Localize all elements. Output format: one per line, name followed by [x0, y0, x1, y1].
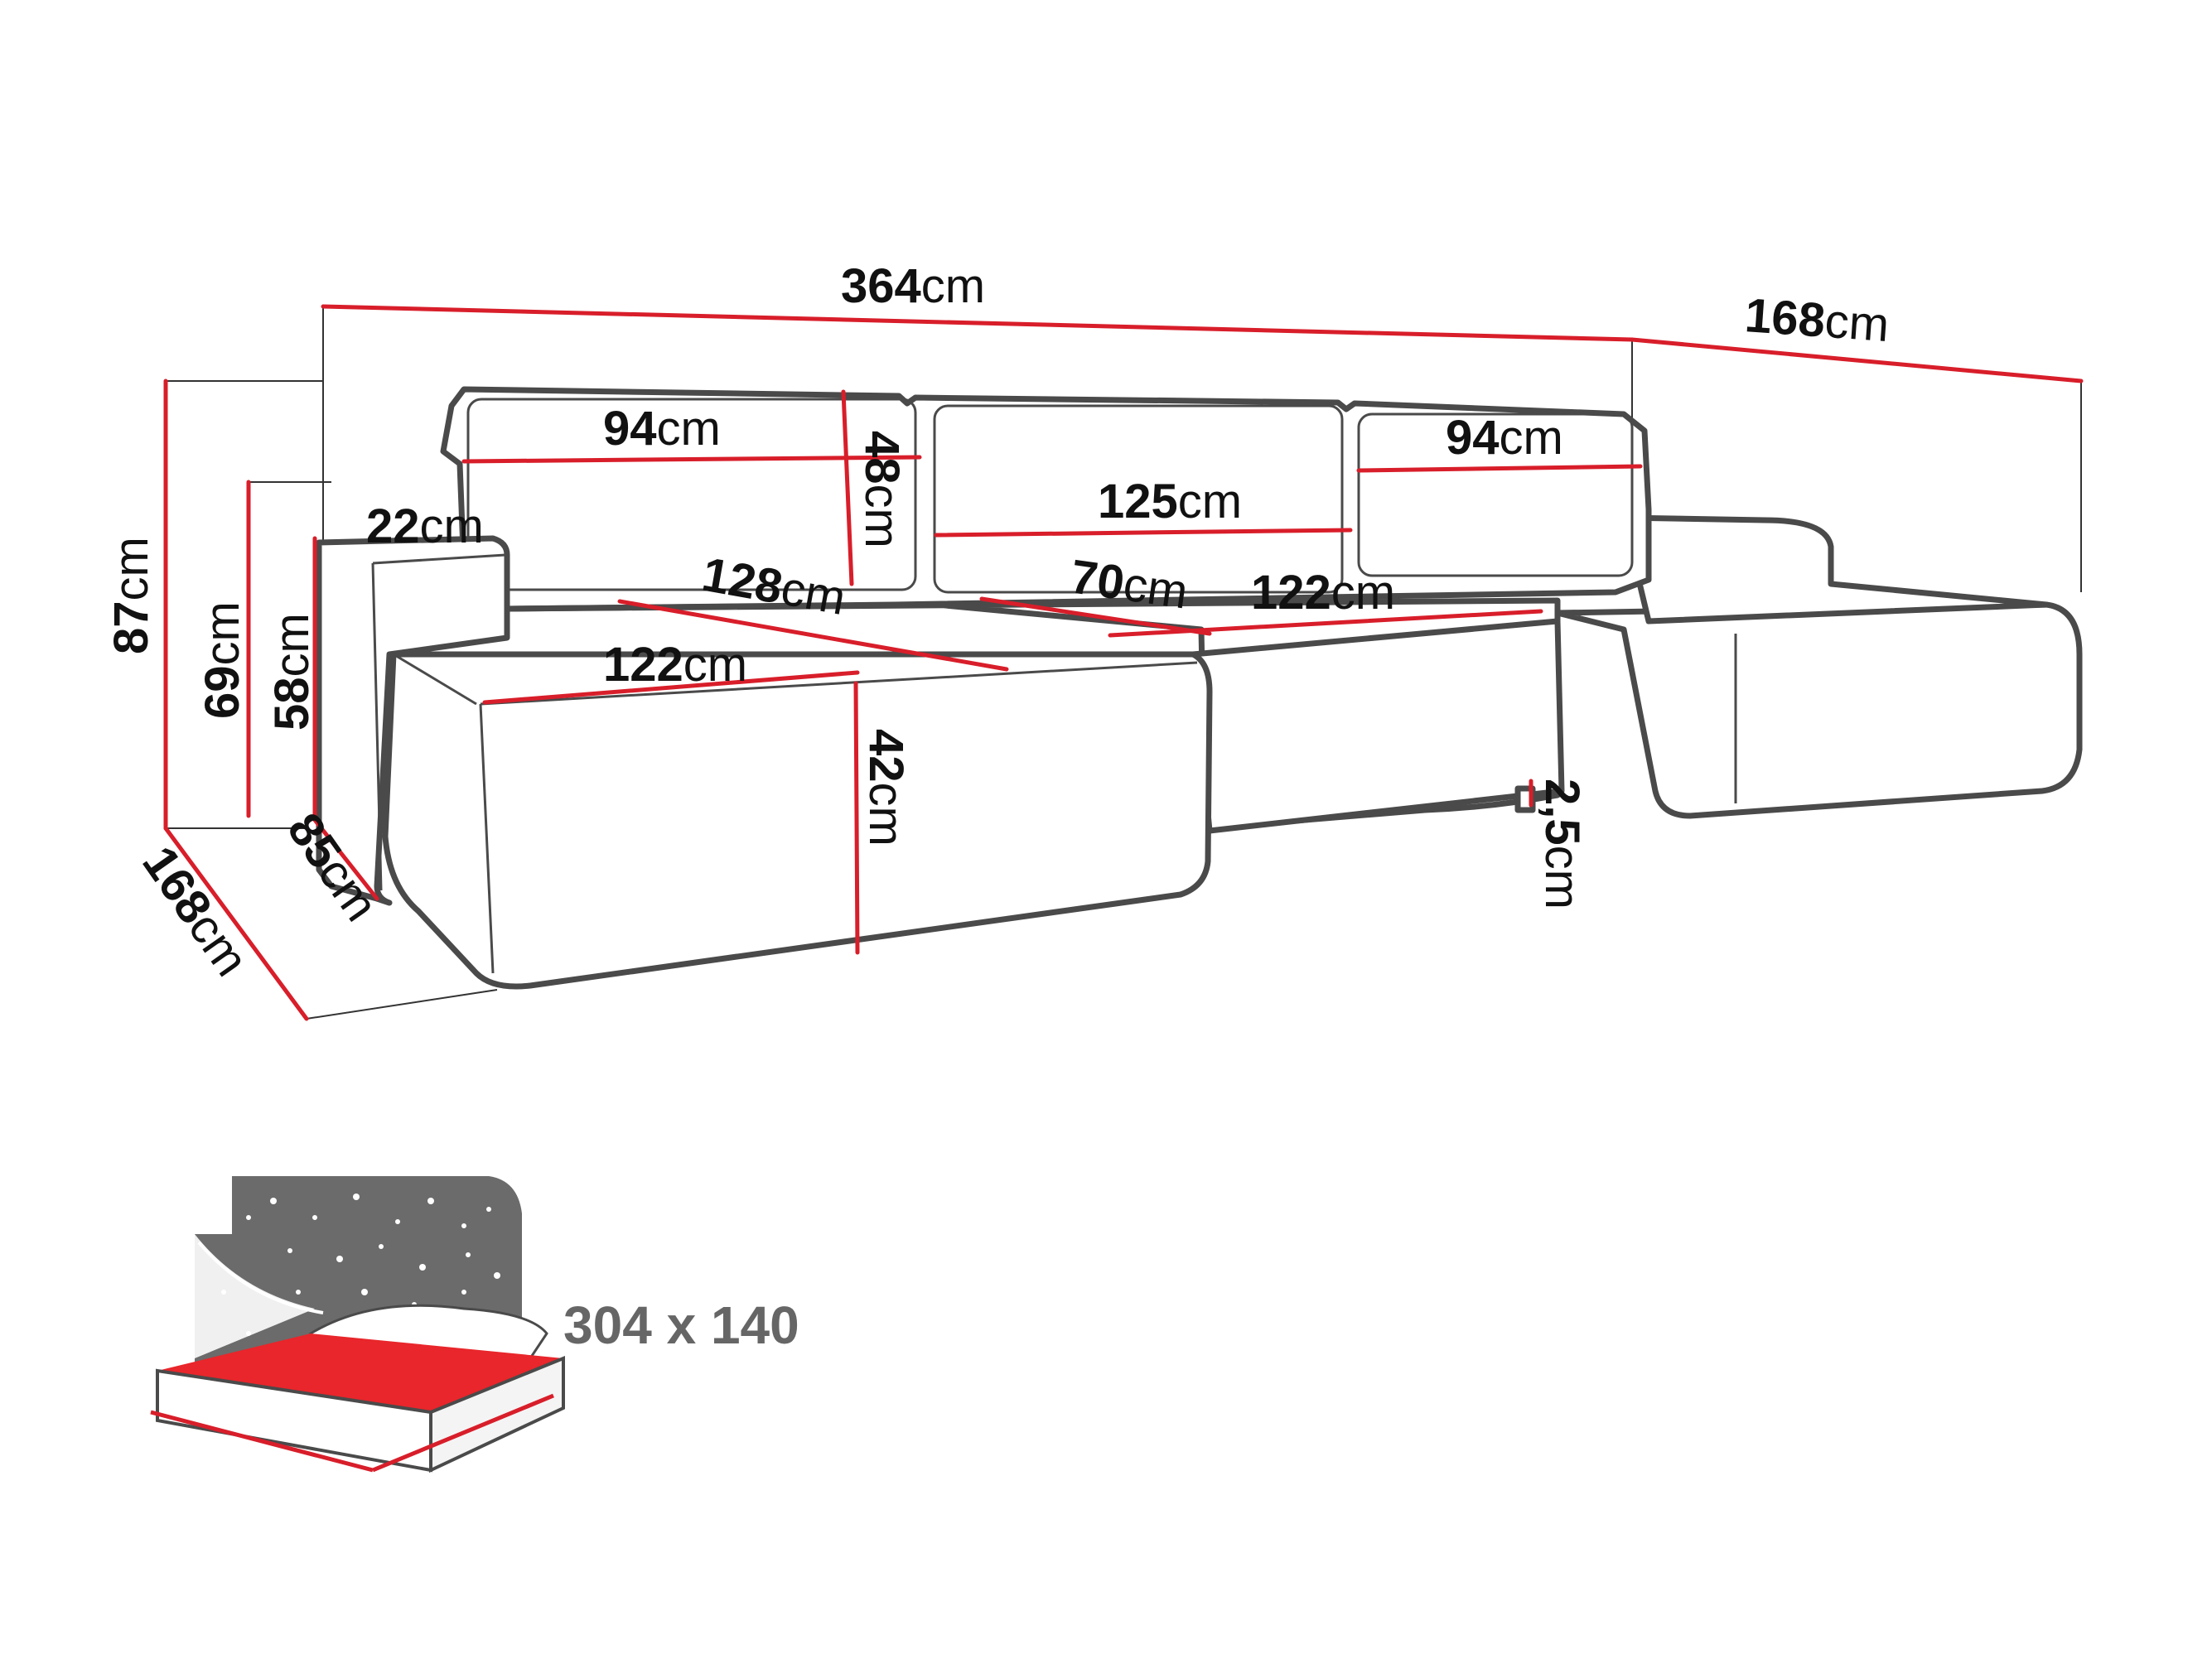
left-armrest: [316, 535, 510, 906]
back-cushion-left: [466, 398, 917, 591]
label-cushion-right: 94cm: [1446, 411, 1563, 465]
back-cushion-center: [933, 404, 1344, 594]
right-chaise: [1554, 601, 2083, 819]
right-arm-back: [1620, 514, 2050, 625]
label-left-depth: 168cm: [132, 837, 258, 986]
measure-lines: [163, 304, 2084, 1021]
label-height-total: 87cm: [104, 537, 158, 654]
label-chaise-left-length: 128cm: [698, 547, 850, 625]
label-height-armrest: 58cm: [265, 613, 319, 731]
label-cushion-height: 48cm: [855, 431, 909, 548]
middle-seat-front: [1190, 618, 1565, 834]
left-chaise: [382, 651, 1213, 990]
label-chaise-right-width: 122cm: [1251, 566, 1395, 620]
backrest-frame: [440, 386, 1652, 612]
label-cushion-center: 125cm: [1098, 475, 1242, 528]
label-cushion-left: 94cm: [603, 402, 721, 456]
bed-night-icon: [150, 1176, 565, 1473]
label-armrest-width: 22cm: [366, 499, 484, 553]
label-chaise-left-width: 122cm: [603, 638, 747, 692]
label-seat-height: 42cm: [859, 729, 913, 846]
label-height-back: 69cm: [196, 601, 249, 719]
label-right-depth: 168cm: [1743, 288, 1891, 352]
label-leg-height: 2,5cm: [1535, 779, 1589, 909]
label-total-width: 364cm: [841, 259, 985, 313]
label-seat-depth: 70cm: [1067, 550, 1191, 620]
back-cushion-right: [1357, 412, 1634, 577]
bed-size-label: 304 x 140: [563, 1295, 799, 1355]
sofa-illustration: [316, 386, 2083, 990]
